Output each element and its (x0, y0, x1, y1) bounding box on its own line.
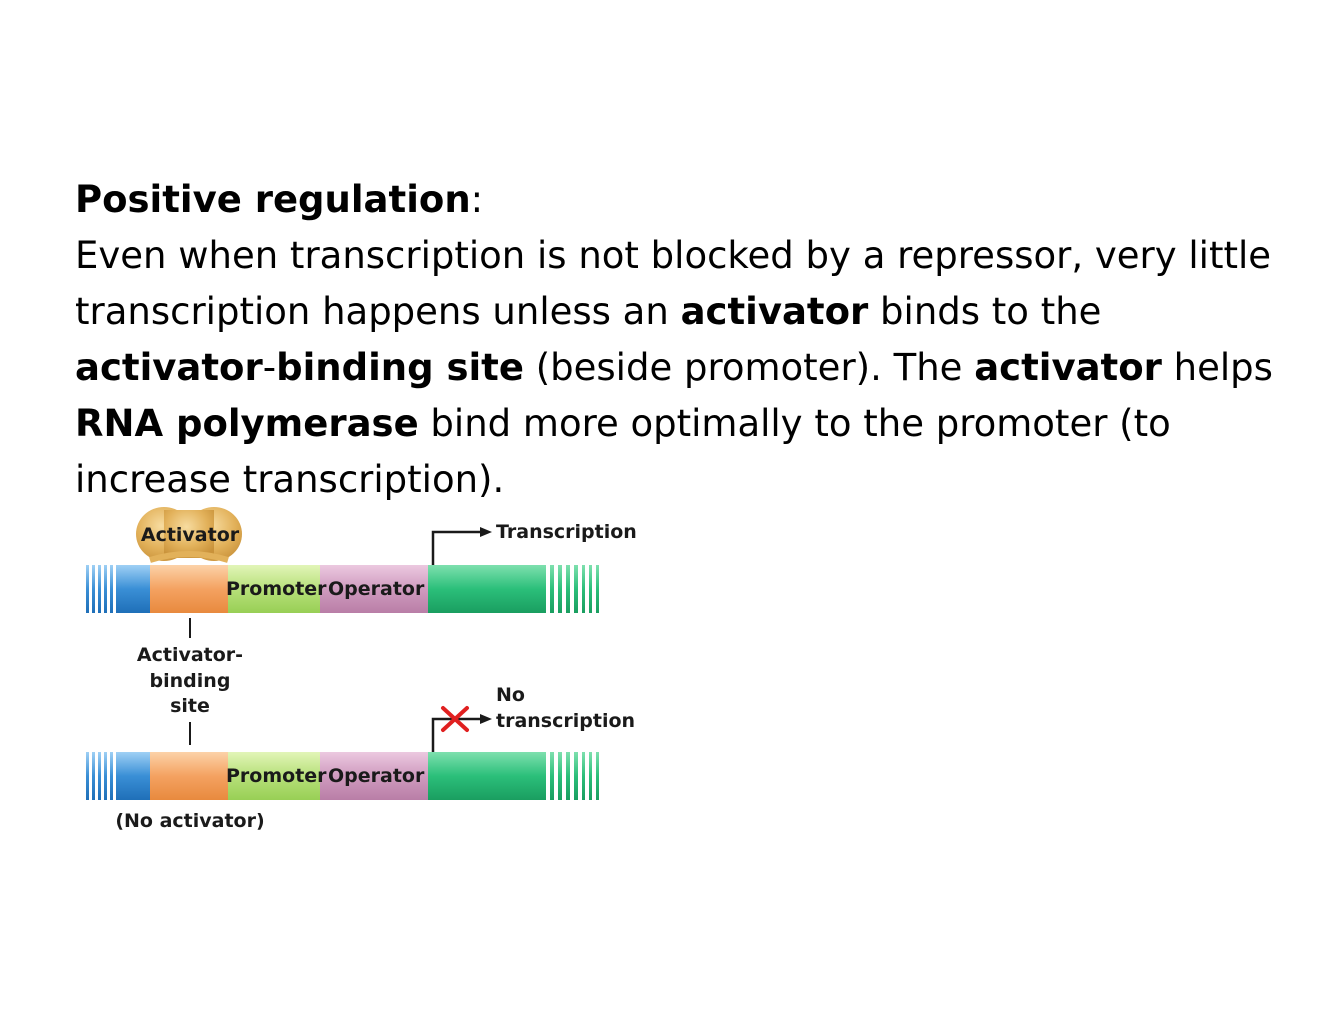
para-text-2: binds to the (868, 290, 1102, 333)
para-text-5: helps (1161, 346, 1273, 389)
bottom-promoter (228, 752, 320, 800)
para-bold-activator-2: activator (75, 346, 263, 389)
top-operator (320, 565, 428, 613)
top-operator-label: Operator (328, 578, 425, 600)
bottom-promoter-label: Promoter (226, 765, 327, 787)
block-x-icon (441, 706, 469, 732)
heading: Positive regulation: (75, 172, 1295, 228)
bottom-gene (428, 752, 599, 800)
transcription-label: Transcription (496, 521, 637, 543)
no-label: No (496, 684, 525, 706)
bottom-operon: Promoter Operator No transcription (No a… (86, 684, 635, 832)
blocked-arrow-icon (431, 714, 492, 752)
no-activator-caption: (No activator) (115, 810, 264, 832)
text-block: Positive regulation: Even when transcrip… (75, 172, 1295, 508)
site-label-line2: binding (150, 670, 231, 692)
para-bold-activator-3: activator (974, 346, 1162, 389)
top-gene (428, 565, 599, 613)
site-label-line3: site (170, 695, 210, 717)
top-promoter-label: Promoter (226, 578, 327, 600)
bottom-activator-binding-site (150, 752, 228, 800)
bottom-dna-left (86, 752, 150, 800)
para-bold-rna-polymerase: RNA polymerase (75, 402, 419, 445)
no-transcription-label: transcription (496, 710, 635, 732)
activator-label: Activator (141, 524, 240, 546)
top-activator-binding-site (150, 565, 228, 613)
para-text-1: Even when transcription is not blocked b… (75, 234, 1272, 333)
heading-colon: : (470, 178, 484, 221)
top-promoter (228, 565, 320, 613)
top-dna-left (86, 565, 150, 613)
para-text-6: bind more optimally to the promoter (to … (75, 402, 1171, 501)
para-text-3: - (262, 346, 277, 389)
para-bold-binding-site: binding site (276, 346, 524, 389)
binding-site-callout: Activator- binding site (137, 618, 243, 745)
para-bold-activator-1: activator (680, 290, 869, 333)
activator-protein: Activator (136, 507, 242, 563)
paragraph: Even when transcription is not blocked b… (75, 234, 1273, 501)
para-text-4: (beside promoter). The (523, 346, 975, 389)
heading-bold: Positive regulation (75, 178, 471, 221)
top-operon: Activator Promoter Operator (86, 507, 637, 613)
bottom-operator (320, 752, 428, 800)
bottom-operator-label: Operator (328, 765, 425, 787)
arrow-icon (431, 527, 492, 565)
site-label-line1: Activator- (137, 644, 243, 666)
